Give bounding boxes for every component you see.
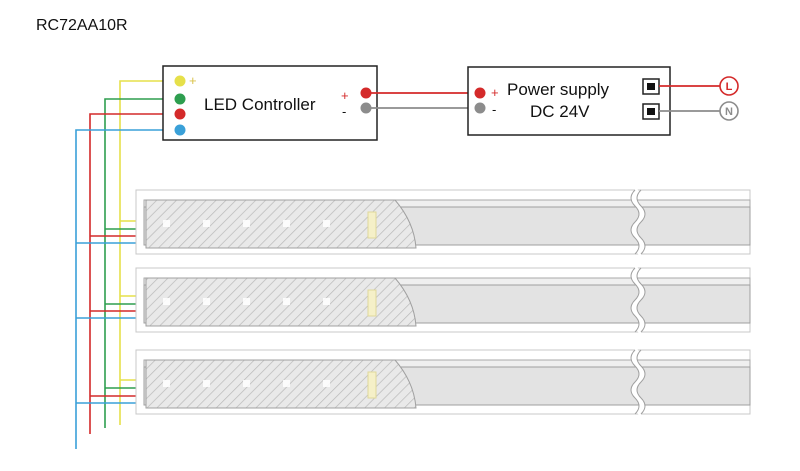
live-terminal-icon [719,76,739,96]
psu-plus-label: + [491,85,499,100]
profile-end-cap-cutaway [145,277,417,327]
led-chip [163,298,170,305]
strip-connector [367,371,377,399]
led-chip [203,298,210,305]
controller-terminal-red [174,108,186,120]
profile-end-cap-cutaway [145,199,417,249]
break-line-edge [636,267,646,333]
psu-minus-label: - [492,102,496,117]
controller-terminal-yellow-plus: + [189,73,197,88]
neutral-terminal-icon [719,101,739,121]
led-chip [163,380,170,387]
power-supply-box [467,66,671,136]
led-chip [283,220,290,227]
model-title: RC72AA10R [36,17,128,34]
led-controller: + LED Controller + - [162,65,378,141]
live-terminal-label: L [726,81,733,93]
led-strip-profile [135,188,751,256]
controller-box [162,65,378,141]
red-bus-wire [89,113,180,434]
led-chip [323,220,330,227]
psu-terminal-live-dot [647,83,655,90]
break-line-edge [630,267,640,333]
break-line-edge [636,189,646,255]
led-chip [203,380,210,387]
break-line [631,188,645,256]
power-supply: + - Power supply DC 24V [467,66,671,136]
led-chip [243,220,250,227]
led-chip [243,380,250,387]
break-line [631,266,645,334]
controller-label: LED Controller [204,95,316,114]
controller-plus-label: + [341,88,349,103]
controller-terminal-blue [174,124,186,136]
led-chip [323,380,330,387]
led-chip [163,220,170,227]
break-line-edge [636,349,646,415]
psu-terminal-neutral-dot [647,108,655,115]
psu-label-line1: Power supply [507,80,610,99]
psu-input-minus [474,102,486,114]
blue-bus-wire [75,129,180,449]
led-strip-profile [135,348,751,416]
led-chip [283,380,290,387]
strip-connector [367,211,377,239]
strip-connector [367,289,377,317]
controller-terminal-yellow [174,75,186,87]
led-strip-profiles [135,188,751,416]
controller-terminal-green [174,93,186,105]
break-line [631,348,645,416]
psu-input-plus [474,87,486,99]
neutral-terminal-label: N [725,106,733,118]
led-chip [243,298,250,305]
controller-minus-label: - [342,104,346,119]
break-line-edge [630,349,640,415]
psu-label-line2: DC 24V [530,102,590,121]
break-line-edge [630,189,640,255]
led-chip [283,298,290,305]
led-strip-profile [135,266,751,334]
led-chip [203,220,210,227]
led-chip [323,298,330,305]
neutral-terminal: N [719,101,739,121]
profile-end-cap-cutaway [145,359,417,409]
live-terminal: L [719,76,739,96]
